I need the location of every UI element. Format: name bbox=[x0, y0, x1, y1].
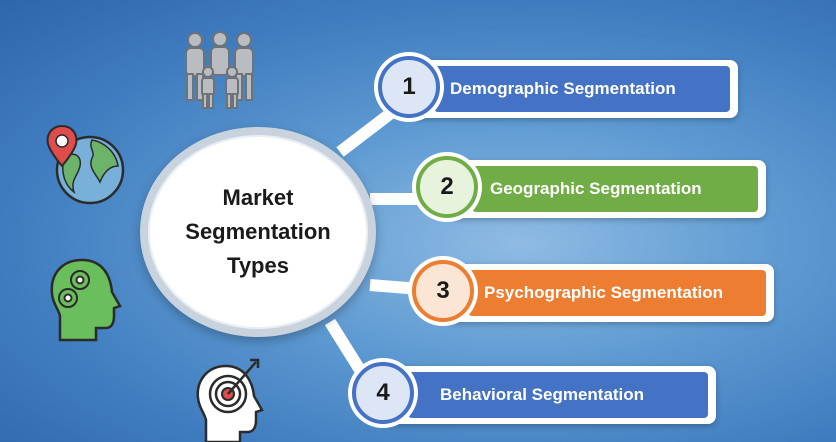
people-group-icon bbox=[185, 31, 254, 109]
hub-title-line-1: Market bbox=[222, 185, 294, 210]
segment-2-bar: Geographic Segmentation bbox=[472, 166, 758, 212]
head-gears-icon bbox=[50, 258, 122, 342]
segment-1-number: 1 bbox=[402, 73, 416, 100]
segment-psychographic: Psychographic Segmentation 3 bbox=[412, 260, 774, 322]
segment-behavioral: Behavioral Segmentation 4 bbox=[352, 362, 716, 424]
globe-location-icon bbox=[46, 124, 125, 205]
connector-3 bbox=[369, 279, 421, 295]
segment-1-bar: Demographic Segmentation bbox=[434, 66, 730, 112]
segment-demographic: Demographic Segmentation 1 bbox=[378, 56, 738, 118]
segment-1-number-badge: 1 bbox=[378, 56, 440, 118]
segment-1-label: Demographic Segmentation bbox=[450, 79, 676, 98]
market-segmentation-hub: Market Segmentation Types bbox=[140, 127, 376, 337]
segment-3-label: Psychographic Segmentation bbox=[484, 283, 723, 302]
segment-4-bar: Behavioral Segmentation bbox=[408, 372, 708, 418]
segment-4-label: Behavioral Segmentation bbox=[440, 385, 645, 404]
segment-2-number: 2 bbox=[440, 173, 454, 200]
hub-title-line-3: Types bbox=[227, 253, 289, 278]
head-target-icon bbox=[196, 358, 264, 442]
segment-3-number-badge: 3 bbox=[412, 260, 474, 322]
segment-3-bar: Psychographic Segmentation bbox=[468, 270, 766, 316]
segment-2-number-badge: 2 bbox=[416, 156, 478, 218]
hub-title: Market Segmentation Types bbox=[163, 181, 353, 283]
segment-3-number: 3 bbox=[436, 277, 450, 304]
segment-4-number: 4 bbox=[376, 379, 390, 406]
connector-1 bbox=[336, 105, 399, 157]
segment-geographic: Geographic Segmentation 2 bbox=[416, 156, 766, 218]
hub-title-line-2: Segmentation bbox=[185, 219, 331, 244]
segment-4-number-badge: 4 bbox=[352, 362, 414, 424]
segment-2-label: Geographic Segmentation bbox=[490, 179, 702, 198]
